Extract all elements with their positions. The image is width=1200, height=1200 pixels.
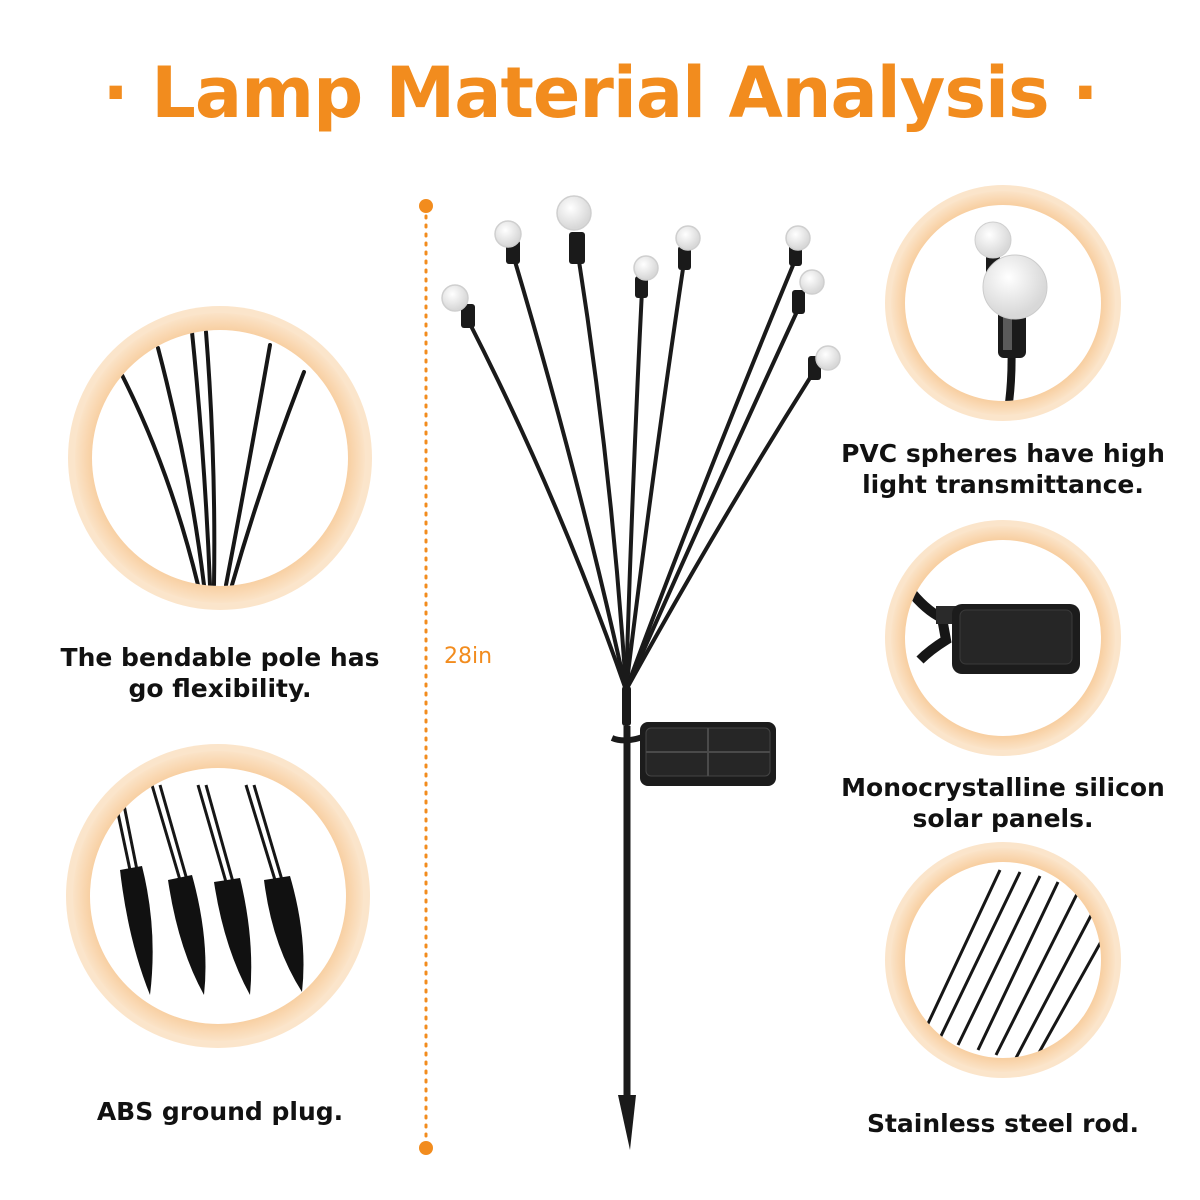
pole-caption-line1: The bendable pole has <box>60 643 380 672</box>
flexible-pole-icon <box>68 306 372 610</box>
height-label: 28in <box>444 644 493 669</box>
height-indicator <box>419 199 433 1155</box>
solar-caption: Monocrystalline silicon solar panels. <box>823 772 1183 834</box>
pole-caption: The bendable pole has go flexibility. <box>20 642 420 704</box>
solar-caption-line1: Monocrystalline silicon <box>841 773 1165 802</box>
solar-caption-line2: solar panels. <box>912 804 1094 833</box>
ground-plug-caption: ABS ground plug. <box>96 1097 344 1126</box>
firework-lamp-illustration <box>441 195 841 1150</box>
height-bottom-dot <box>419 1141 433 1155</box>
spheres-caption-line1: PVC spheres have high <box>841 439 1165 468</box>
pole-caption-line2: go flexibility. <box>128 674 312 703</box>
page-title: · Lamp Material Analysis · <box>102 52 1098 134</box>
rod-caption: Stainless steel rod. <box>866 1109 1140 1138</box>
pvc-sphere-icon <box>885 185 1121 421</box>
solar-panel-icon <box>885 520 1121 756</box>
ground-plug-icon <box>66 744 370 1048</box>
spheres-caption: PVC spheres have high light transmittanc… <box>823 438 1183 500</box>
spheres-caption-line2: light transmittance. <box>862 470 1144 499</box>
height-top-dot <box>419 199 433 213</box>
steel-rod-icon <box>885 842 1121 1078</box>
